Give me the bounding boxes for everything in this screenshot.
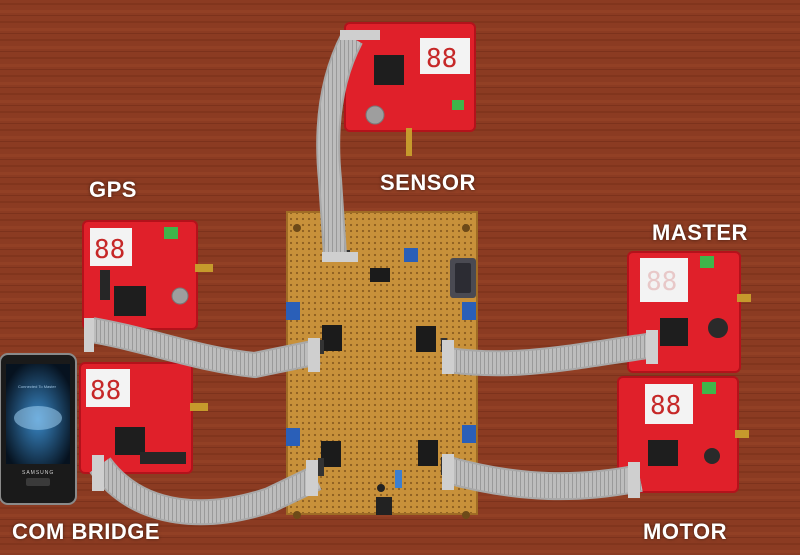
phone xyxy=(0,353,77,505)
ribbon-cables xyxy=(89,32,657,526)
phone-status-text: Connected To Master xyxy=(18,384,56,389)
motor-board: 88 xyxy=(617,376,749,493)
master-label: MASTER xyxy=(652,220,748,245)
svg-text:88: 88 xyxy=(650,391,681,421)
com-bridge-label: COM BRIDGE xyxy=(12,519,160,544)
svg-text:88: 88 xyxy=(94,235,125,265)
svg-text:88: 88 xyxy=(90,376,121,406)
sensor-label: SENSOR xyxy=(380,170,476,195)
gps-board: 88 xyxy=(82,220,213,330)
svg-text:88: 88 xyxy=(646,267,677,297)
com-bridge-board: 88 xyxy=(79,362,208,474)
sensor-board: 88 xyxy=(344,22,476,156)
svg-text:88: 88 xyxy=(426,44,457,74)
gps-label: GPS xyxy=(89,177,137,202)
phone-brand-text: SAMSUNG xyxy=(22,470,55,476)
motor-label: MOTOR xyxy=(643,519,727,544)
